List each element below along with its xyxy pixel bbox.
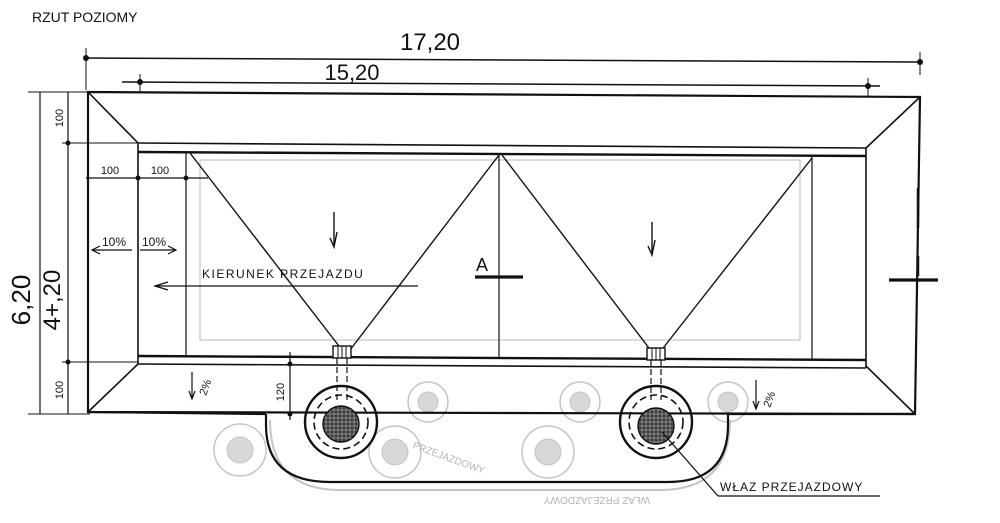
ghost-circle-core (417, 391, 439, 413)
ghost-circle (521, 425, 575, 479)
section-mark-label: A (476, 255, 488, 275)
channel-outline (264, 414, 730, 484)
driving-direction: KIERUNEK PRZEJAZDU (152, 267, 418, 291)
slope-bottom-left-label: 2% (198, 378, 215, 397)
ghost-circle-core (534, 438, 562, 466)
slope-left-inner-label: 10% (142, 235, 166, 249)
page-title: RZUT POZIOMY (32, 9, 138, 25)
inner-length-label: 15,20 (324, 60, 379, 85)
ghost-circle (213, 423, 267, 477)
manhole-callout: WŁAZ PRZEJAZDOWY (661, 431, 880, 497)
ghost-channel (269, 419, 731, 491)
slope-bottom-right-label: 2% (762, 390, 779, 409)
slope-left-outer-label: 10% (102, 235, 126, 249)
ghost-label: WŁAZ PRZEJAZDOWY (544, 494, 650, 505)
manhole-grate (322, 405, 360, 443)
manhole-right (618, 384, 694, 460)
dimension-left-offsets: 100 100 (86, 165, 208, 181)
left-offset-b-label: 100 (151, 165, 169, 177)
ghost-circle (407, 381, 449, 423)
ghost-circle (368, 425, 422, 479)
ghost-circle (559, 381, 601, 423)
section-mark-a: A (475, 188, 938, 282)
driving-direction-label: KIERUNEK PRZEJAZDU (202, 267, 364, 281)
drainage-slopes (189, 152, 813, 353)
channel-depth-label: 120 (275, 383, 287, 401)
dimension-inner-width: 4+,20 100 100 (39, 92, 138, 414)
dimension-overall-width: 6,20 (6, 91, 90, 415)
ghost-circle-core (381, 438, 409, 466)
ghost-background: PRZEJAZDOWY WŁAZ PRZEJAZDOWY (199, 159, 801, 505)
ghost-frame (199, 159, 801, 341)
ghost-circle-core (226, 436, 254, 464)
bottom-margin-label: 100 (54, 381, 66, 399)
ghost-label: PRZEJAZDOWY (411, 440, 486, 476)
overall-width-label: 6,20 (6, 275, 36, 326)
left-offset-a-label: 100 (101, 165, 119, 177)
manhole-channel: 120 (87, 352, 915, 484)
dimension-inner-length: 15,20 (121, 60, 881, 96)
slope-annotations: 10% 10% 2% 2% (90, 235, 779, 411)
manhole-label: WŁAZ PRZEJAZDOWY (720, 480, 863, 494)
drain-inlet-left (332, 345, 352, 400)
drain-inlet-right (646, 347, 666, 400)
manhole-left (303, 384, 379, 460)
top-margin-label: 100 (54, 109, 66, 127)
dimension-overall-length: 17,20 (83, 29, 923, 90)
overall-length-label: 17,20 (400, 29, 460, 56)
ghost-circle-core (569, 391, 591, 413)
inner-width-label: 4+,20 (39, 270, 66, 331)
tank-outline (86, 90, 922, 416)
ghost-circle-core (717, 391, 739, 413)
